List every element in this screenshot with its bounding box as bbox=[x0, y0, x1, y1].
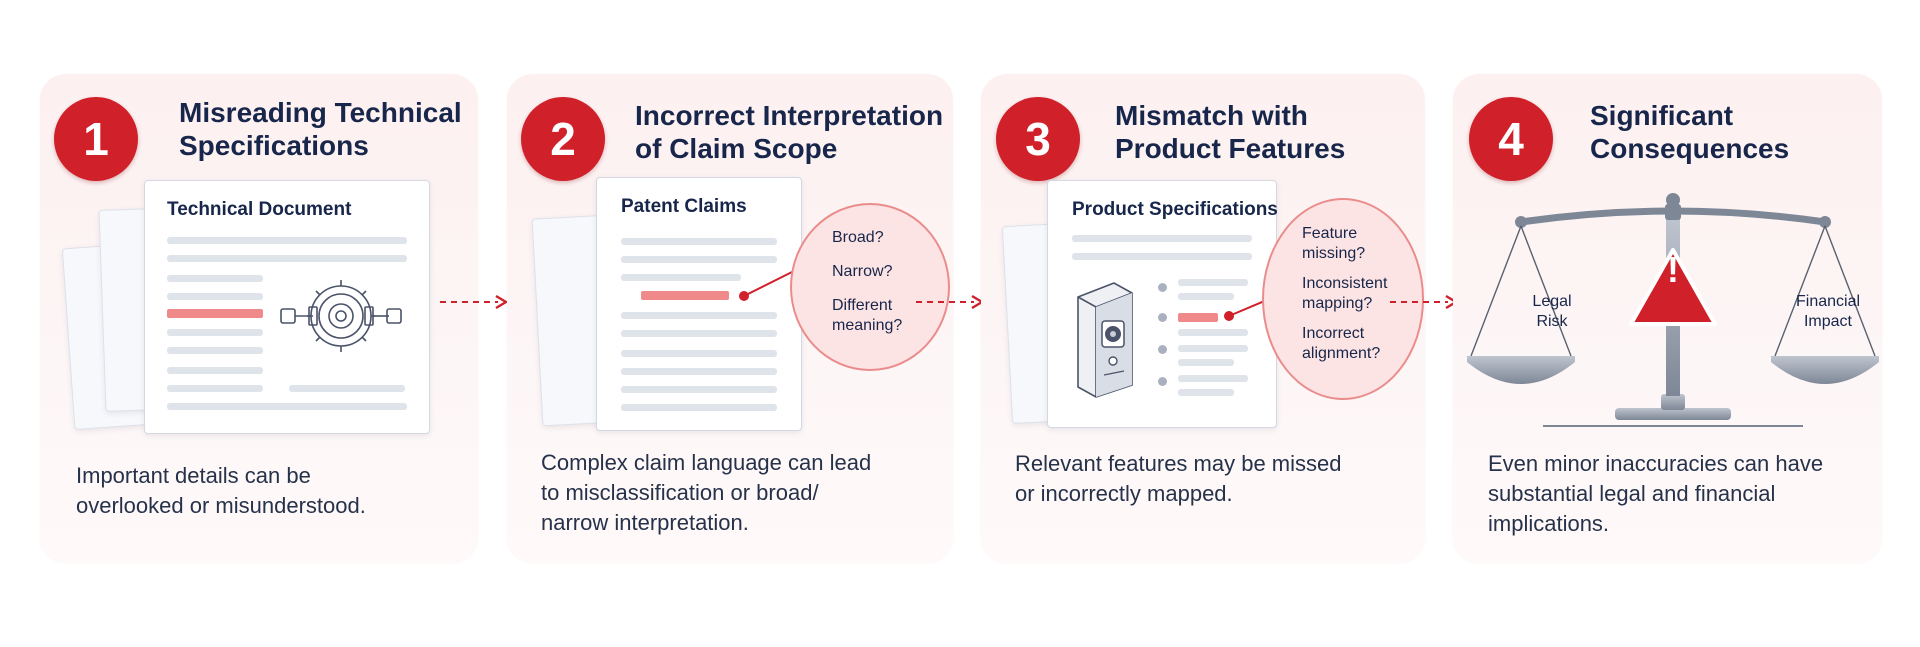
step-card-4: 4 Significant Consequences bbox=[1453, 74, 1882, 562]
text-line bbox=[167, 347, 263, 354]
bubble-text: Broad? Narrow? Different meaning? bbox=[832, 229, 903, 334]
step-card-1: 1 Misreading Technical Specifications Te… bbox=[40, 74, 478, 562]
document-title: Patent Claims bbox=[621, 196, 747, 217]
text-line bbox=[621, 312, 777, 319]
text-line bbox=[1178, 375, 1248, 382]
step-card-2: 2 Incorrect Interpretation of Claim Scop… bbox=[507, 74, 953, 562]
bullet bbox=[1158, 283, 1167, 292]
step-description: Important details can be overlooked or m… bbox=[76, 463, 366, 518]
text-line bbox=[167, 385, 263, 392]
scale-right-label: Financial Impact bbox=[1795, 293, 1861, 330]
scale-left-label: Legal Risk bbox=[1532, 293, 1572, 330]
step-card-3: 3 Mismatch with Product Features Product… bbox=[981, 74, 1425, 562]
technical-document: Technical Document bbox=[144, 180, 430, 434]
text-line bbox=[167, 293, 263, 300]
bubble-text: Feature missing? Inconsistent mapping? I… bbox=[1302, 225, 1388, 362]
step-number-badge: 3 bbox=[996, 97, 1080, 181]
text-line bbox=[167, 275, 263, 282]
text-line bbox=[1178, 359, 1234, 366]
doorbell-device-icon bbox=[1077, 282, 1133, 398]
text-line bbox=[1178, 293, 1234, 300]
text-line bbox=[621, 404, 777, 411]
text-line bbox=[621, 330, 777, 337]
step-description: Relevant features may be missed or incor… bbox=[1015, 451, 1342, 506]
text-line bbox=[167, 329, 263, 336]
step-description: Complex claim language can lead to miscl… bbox=[541, 450, 872, 535]
text-line bbox=[1178, 345, 1248, 352]
gear-assembly-icon bbox=[280, 280, 402, 352]
step-number-badge: 2 bbox=[521, 97, 605, 181]
text-line bbox=[167, 237, 407, 244]
text-line bbox=[621, 368, 777, 375]
step-title: Misreading Technical Specifications bbox=[179, 97, 462, 161]
balance-scale-icon bbox=[1467, 193, 1879, 427]
highlighted-line bbox=[167, 309, 263, 318]
text-line bbox=[167, 255, 407, 262]
product-specifications-document: Product Specifications bbox=[1047, 180, 1278, 428]
bullet bbox=[1158, 313, 1167, 322]
step-title: Significant Consequences bbox=[1590, 100, 1790, 164]
highlighted-feature bbox=[1178, 313, 1218, 322]
document-title: Technical Document bbox=[167, 199, 352, 220]
dashed-arrow-icon bbox=[440, 294, 509, 310]
step-number-badge: 1 bbox=[54, 97, 138, 181]
step-number-badge: 4 bbox=[1469, 97, 1553, 181]
text-line bbox=[1178, 329, 1248, 336]
text-line bbox=[1178, 389, 1234, 396]
question-bubble bbox=[790, 203, 950, 371]
bullet bbox=[1158, 345, 1167, 354]
step-description: Even minor inaccuracies can have substan… bbox=[1488, 451, 1824, 536]
text-line bbox=[167, 403, 407, 410]
warning-symbol: ! bbox=[1667, 249, 1679, 290]
text-line bbox=[1072, 253, 1252, 260]
text-line bbox=[289, 385, 405, 392]
patent-claims-document: Patent Claims bbox=[596, 177, 802, 431]
highlighted-claim bbox=[641, 291, 729, 300]
text-line bbox=[621, 274, 741, 281]
text-line bbox=[621, 350, 777, 357]
document-title: Product Specifications bbox=[1072, 199, 1278, 220]
step-title: Incorrect Interpretation of Claim Scope bbox=[635, 100, 944, 164]
text-line bbox=[1072, 235, 1252, 242]
warning-icon bbox=[1629, 248, 1717, 326]
question-bubble bbox=[1262, 198, 1424, 400]
text-line bbox=[621, 238, 777, 245]
text-line bbox=[621, 256, 777, 263]
text-line bbox=[1178, 279, 1248, 286]
text-line bbox=[167, 367, 263, 374]
dashed-arrow-icon bbox=[1390, 294, 1459, 310]
step-title: Mismatch with Product Features bbox=[1115, 100, 1346, 164]
bullet bbox=[1158, 377, 1167, 386]
text-line bbox=[621, 386, 777, 393]
dashed-arrow-icon bbox=[916, 294, 985, 310]
